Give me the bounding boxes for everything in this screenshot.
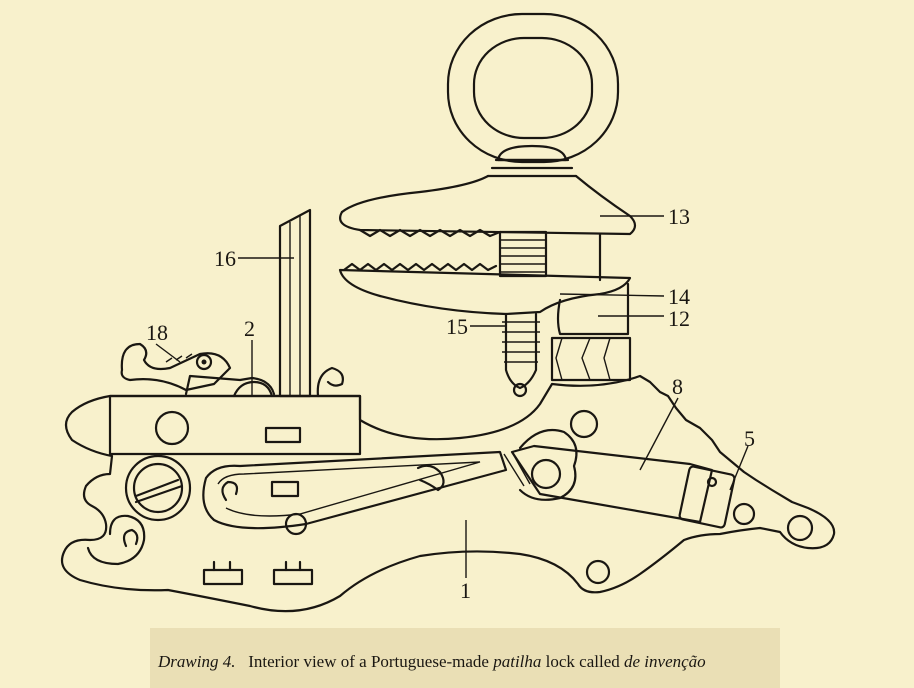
- screw-tail: [502, 312, 540, 398]
- dog-catch: [120, 342, 232, 392]
- cock-neck: [550, 282, 632, 382]
- figure-caption: Drawing 4. Interior view of a Portuguese…: [158, 652, 778, 672]
- sear-arm: [503, 428, 736, 529]
- bottom-jaw: [338, 262, 632, 316]
- mainspring: [202, 450, 508, 536]
- caption-prefix: Drawing 4.: [158, 652, 236, 671]
- label-12: 12: [668, 306, 690, 331]
- caption-text-b: lock called: [541, 652, 624, 671]
- scroll-ornament: [86, 514, 146, 566]
- caption-text-a: Interior view of a Portuguese-made: [248, 652, 494, 671]
- top-jaw: [339, 174, 637, 238]
- plate-screws: [569, 409, 814, 585]
- label-1: 1: [460, 578, 471, 603]
- bottom-slots: [202, 560, 314, 586]
- lock-drawing: 13 14 12 15 16 2 18 8 5 1: [60, 12, 836, 613]
- label-2: 2: [244, 316, 255, 341]
- leader-lines: [155, 215, 749, 578]
- label-14: 14: [668, 284, 690, 309]
- main-screw: [124, 454, 192, 522]
- cap-knob: [340, 144, 578, 214]
- pan: [184, 366, 344, 398]
- lock-plate: [60, 374, 836, 613]
- label-16: 16: [214, 246, 236, 271]
- jaw-screw: [498, 230, 602, 282]
- label-15: 15: [446, 314, 468, 339]
- pan-bridle: [108, 394, 362, 456]
- caption-band: [150, 628, 780, 688]
- caption-name: de invenção: [624, 652, 706, 671]
- caption-term: patilha: [493, 652, 542, 671]
- ring: [446, 12, 620, 164]
- label-13: 13: [668, 204, 690, 229]
- frizzen: [278, 208, 312, 398]
- label-8: 8: [672, 374, 683, 399]
- label-5: 5: [744, 426, 755, 451]
- label-18: 18: [146, 320, 168, 345]
